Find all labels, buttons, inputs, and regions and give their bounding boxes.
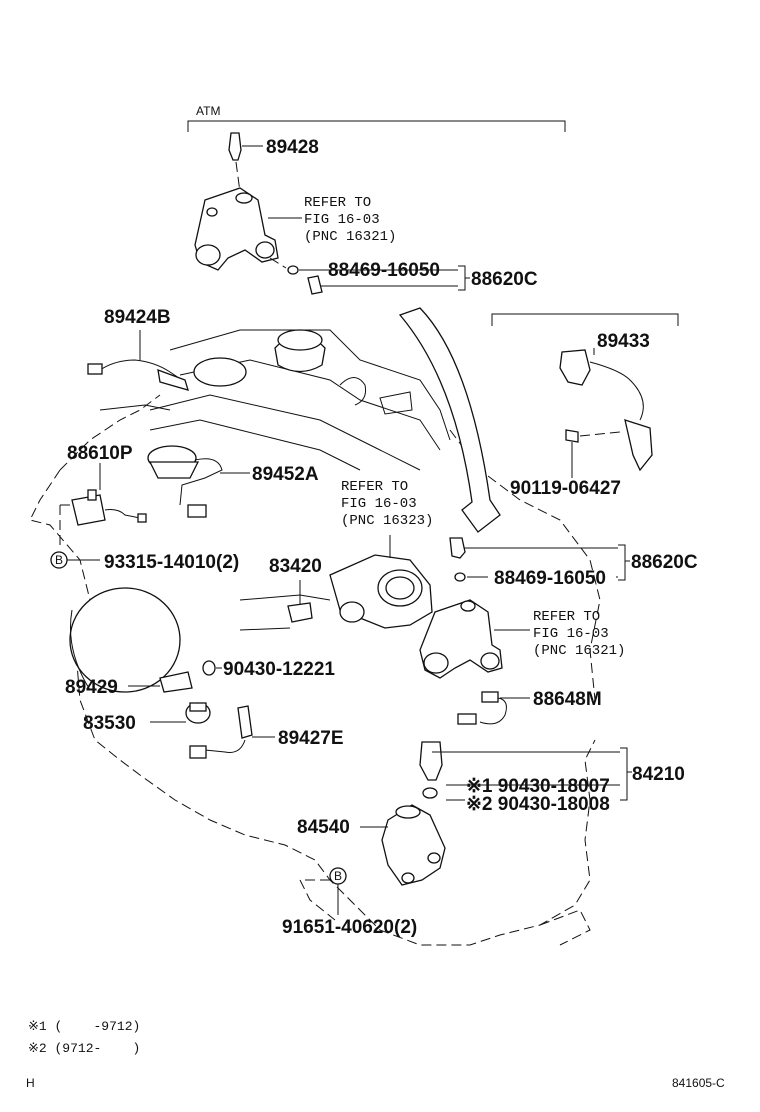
ref-note-1: REFER TO FIG 16-03 (PNC 16321) <box>304 195 396 245</box>
label-89427e: 89427E <box>278 728 344 749</box>
sensor-89429 <box>128 671 193 693</box>
ref3-line3: (PNC 16321) <box>533 643 625 659</box>
label-88620c-top: 88620C <box>471 269 538 290</box>
cylinder-head <box>99 329 451 471</box>
water-inlet-mid <box>239 535 433 631</box>
sensor-89428 <box>228 132 263 193</box>
label-88610p: 88610P <box>67 443 133 464</box>
switch-88620c-mid <box>449 537 630 582</box>
sensor-89427e <box>189 705 275 759</box>
footer-code: 841605-C <box>672 1076 725 1090</box>
label-88469-top: 88469-16050 <box>328 260 440 281</box>
ref2-line2: FIG 16-03 <box>341 496 417 512</box>
gasket-90430-12221 <box>202 660 222 676</box>
marker-b2: B <box>329 867 347 915</box>
sensor-89452a <box>147 445 250 518</box>
sensor-89424b <box>87 330 189 391</box>
footnote-1: ※1 ( -9712) <box>28 1019 140 1034</box>
sensor-89433 <box>559 348 653 478</box>
footer-left: H <box>26 1076 35 1090</box>
label-89452a: 89452A <box>252 464 319 485</box>
ref1-line1: REFER TO <box>304 195 371 211</box>
water-outlet-lower <box>419 599 530 679</box>
label-90119: 90119-06427 <box>510 478 621 499</box>
label-90430-12221: 90430-12221 <box>223 659 335 680</box>
ref3-line1: REFER TO <box>533 609 600 625</box>
label-89424b: 89424B <box>104 307 171 328</box>
marker-b1: B <box>50 551 100 569</box>
ref2-line1: REFER TO <box>341 479 408 495</box>
label-90430-18007: ※1 90430-18007 <box>466 776 610 797</box>
sensor-88610p <box>59 463 147 545</box>
footnote-2: ※2 (9712- ) <box>28 1041 140 1056</box>
label-84540: 84540 <box>297 817 350 838</box>
atm-label: ATM <box>196 104 220 118</box>
direction-arrow <box>398 307 501 533</box>
ref1-line2: FIG 16-03 <box>304 212 380 228</box>
marker-b1-text: B <box>55 553 63 567</box>
water-outlet-top <box>194 187 470 295</box>
engine-outline <box>29 394 601 946</box>
label-88648m: 88648M <box>533 689 602 710</box>
left-cover <box>69 587 181 693</box>
label-83420: 83420 <box>269 556 322 577</box>
ref-note-2: REFER TO FIG 16-03 (PNC 16323) <box>341 479 433 529</box>
ref-note-3: REFER TO FIG 16-03 (PNC 16321) <box>533 609 625 659</box>
label-89429: 89429 <box>65 677 118 698</box>
label-88620c-mid: 88620C <box>631 552 698 573</box>
sensor-83530 <box>150 702 211 724</box>
atm-bracket: ATM <box>187 104 566 132</box>
label-91651: 91651-40620(2) <box>282 917 417 938</box>
label-93315: 93315-14010(2) <box>104 552 239 573</box>
label-89433: 89433 <box>597 331 650 352</box>
ref1-line3: (PNC 16321) <box>304 229 396 245</box>
bracket-89433 <box>491 313 679 326</box>
label-84210: 84210 <box>632 764 685 785</box>
label-83530: 83530 <box>83 713 136 734</box>
label-90430-18008: ※2 90430-18008 <box>466 794 610 815</box>
sensor-88648m <box>457 691 530 725</box>
switch-84540 <box>360 804 446 886</box>
label-89428: 89428 <box>266 137 319 158</box>
ref2-line3: (PNC 16323) <box>341 513 433 529</box>
marker-b2-text: B <box>334 869 342 883</box>
sensor-84210 <box>419 741 632 801</box>
ref3-line2: FIG 16-03 <box>533 626 609 642</box>
label-88469-mid: 88469-16050 <box>494 568 606 589</box>
